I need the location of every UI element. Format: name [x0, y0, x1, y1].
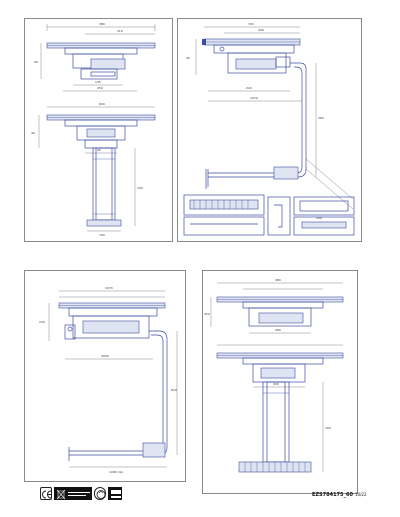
dim-b-2: 40	[186, 56, 190, 60]
drawing-side-view: 720 440 40 220 1070 360	[183, 22, 355, 236]
dim-a-4: 250	[97, 86, 103, 90]
dim-c-1: 100	[39, 320, 45, 324]
weee-icon	[54, 487, 92, 500]
dim-d-0: 480	[275, 278, 281, 282]
dim-a-8: 100	[137, 186, 143, 190]
sheet-side-view-low-legs: 1070 100 4000 820 1080 min.	[24, 270, 186, 482]
dim-c-0: 1070	[105, 286, 113, 290]
dim-a-2: 90	[34, 60, 38, 64]
warranty-badge-icon	[108, 487, 122, 500]
dim-a-5: 600	[99, 102, 105, 106]
dim-a-6: 40	[31, 131, 35, 135]
sheet-front-view-tall-column: 380 310 90 135 250 600 40 45	[24, 18, 173, 242]
dim-d-3: 300	[273, 382, 279, 386]
dim-c-4: 1080 min.	[109, 470, 124, 474]
recycle-icon	[94, 487, 106, 500]
dim-a-7: 45	[97, 148, 101, 152]
dim-a-0: 380	[99, 22, 105, 26]
sheet-front-view-column-base: 480 250 280 300	[202, 270, 358, 494]
drawing-front-view: 380 310 90 135 250 600 40 45	[31, 22, 156, 237]
document-code-text: EZS784175_60	[312, 492, 353, 498]
dim-b-3: 220	[246, 86, 252, 90]
document-version: 10/22	[354, 492, 367, 497]
dim-b-4: 1070	[250, 96, 258, 100]
dim-d-1: 250	[204, 312, 210, 316]
dim-a-1: 310	[117, 29, 123, 33]
dim-b-6: 100	[316, 216, 322, 220]
dim-b-1: 440	[258, 28, 264, 32]
dim-a-9: 700	[99, 233, 105, 237]
dim-c-2: 4000	[101, 354, 109, 358]
dim-d-2: 280	[275, 328, 281, 332]
dim-b-5: 360	[318, 116, 324, 120]
ce-mark-icon	[40, 487, 52, 500]
drawing-side-view-low: 1070 100 4000 820 1080 min.	[39, 286, 178, 474]
dim-d-4: 700	[325, 426, 331, 430]
dim-c-3: 820	[171, 388, 177, 392]
sheet-side-view-with-legs: 720 440 40 220 1070 360	[177, 18, 362, 242]
dim-b-0: 720	[248, 22, 254, 26]
dim-a-3: 135	[95, 80, 101, 84]
drawing-front-view-base: 480 250 280 300	[204, 278, 344, 473]
